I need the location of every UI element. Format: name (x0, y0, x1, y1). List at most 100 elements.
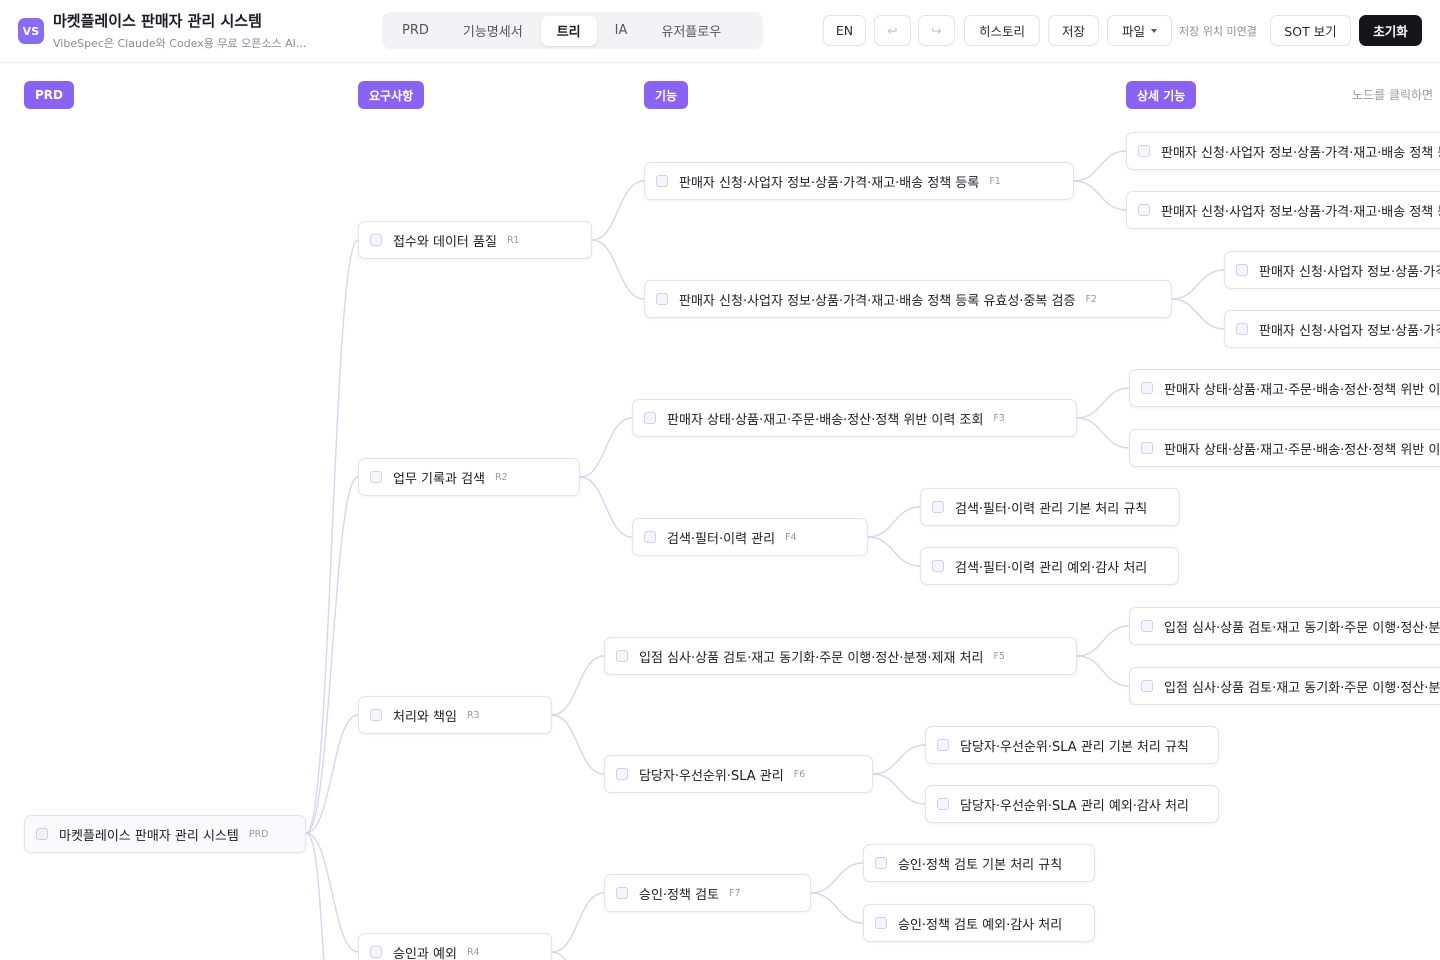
node-checkbox[interactable] (656, 293, 668, 305)
node-checkbox[interactable] (937, 798, 949, 810)
node-label: 담당자·우선순위·SLA 관리 예외·감사 처리 (960, 798, 1189, 814)
node-tag: R1 (506, 234, 520, 246)
edge-r3-f6 (551, 714, 605, 775)
tree-node-feature[interactable]: 입점 심사·상품 검토·재고 동기화·주문 이행·정산·분쟁·제재 처리 F5 (604, 637, 1077, 675)
node-checkbox[interactable] (932, 560, 944, 572)
edge-f2-d4 (1171, 298, 1225, 330)
node-label: 검색·필터·이력 관리 (667, 531, 776, 547)
tree-node-detail[interactable]: 승인·정책 검토 기본 처리 규칙 (863, 844, 1095, 882)
node-checkbox[interactable] (1141, 680, 1153, 692)
tree-node-requirement[interactable]: 승인과 예외 R4 (358, 933, 552, 960)
language-button[interactable]: EN (823, 15, 866, 46)
undo-icon[interactable]: ↩ (874, 15, 911, 46)
tab-spec[interactable]: 기능명세서 (462, 25, 523, 40)
tree-edges (305, 150, 1225, 960)
tree-node-requirement[interactable]: 접수와 데이터 품질 R1 (358, 221, 592, 259)
edge-f4-d8 (867, 536, 921, 567)
sot-view-button[interactable]: SOT 보기 (1270, 15, 1351, 46)
node-checkbox[interactable] (370, 946, 382, 958)
edge-root-r3 (305, 714, 359, 834)
tree-node-feature[interactable]: 판매자 신청·사업자 정보·상품·가격·재고·배송 정책 등록 유효성·중복 검… (644, 280, 1172, 318)
tree-node-detail[interactable]: 입점 심사·상품 검토·재고 동기화·주문 이행·정산·분쟁·제재 처리 예외·… (1129, 667, 1440, 705)
node-label: 마켓플레이스 판매자 관리 시스템 (59, 828, 239, 844)
tree-node-detail[interactable]: 승인·정책 검토 예외·감사 처리 (863, 904, 1095, 942)
edge-r4-more (551, 951, 567, 960)
node-checkbox[interactable] (644, 412, 656, 424)
node-checkbox[interactable] (1141, 620, 1153, 632)
node-label: 판매자 신청·사업자 정보·상품·가격·재고·배송 정책 등록 (679, 175, 980, 191)
tree-node-detail[interactable]: 입점 심사·상품 검토·재고 동기화·주문 이행·정산·분쟁·제재 처리 기본 … (1129, 607, 1440, 645)
edge-f7-d14 (810, 892, 864, 924)
node-checkbox[interactable] (1236, 264, 1248, 276)
node-checkbox[interactable] (644, 531, 656, 543)
tree-node-feature[interactable]: 검색·필터·이력 관리 F4 (632, 518, 868, 556)
tree-node-detail[interactable]: 판매자 신청·사업자 정보·상품·가격·재고·배송 정책 등록 유효성·중복 검… (1224, 310, 1440, 348)
node-checkbox[interactable] (370, 471, 382, 483)
column-badge-prd: PRD (24, 81, 74, 109)
edge-f1-d1 (1073, 150, 1127, 182)
node-label: 접수와 데이터 품질 (393, 234, 497, 250)
node-checkbox[interactable] (370, 234, 382, 246)
node-checkbox[interactable] (1141, 442, 1153, 454)
node-label: 검색·필터·이력 관리 예외·감사 처리 (955, 560, 1148, 576)
node-checkbox[interactable] (370, 709, 382, 721)
node-checkbox[interactable] (1138, 145, 1150, 157)
edge-f3-d5 (1076, 387, 1130, 419)
history-button[interactable]: 히스토리 (964, 15, 1040, 46)
tree-node-detail[interactable]: 판매자 상태·상품·재고·주문·배송·정산·정책 위반 이력 조회 예외·감사 … (1129, 429, 1440, 467)
tree-node-feature[interactable]: 판매자 상태·상품·재고·주문·배송·정산·정책 위반 이력 조회 F3 (632, 399, 1077, 437)
node-tag: F4 (785, 531, 797, 543)
node-checkbox[interactable] (1138, 204, 1150, 216)
tree-node-requirement[interactable]: 업무 기록과 검색 R2 (358, 458, 580, 496)
file-menu-button[interactable]: 파일 (1107, 15, 1172, 46)
node-checkbox[interactable] (616, 887, 628, 899)
reset-button[interactable]: 초기화 (1359, 15, 1422, 46)
node-checkbox[interactable] (875, 857, 887, 869)
redo-icon[interactable]: ↪ (918, 15, 955, 46)
edge-f4-d7 (867, 506, 921, 538)
tree-node-root[interactable]: 마켓플레이스 판매자 관리 시스템 PRD (24, 815, 306, 853)
edge-r4-f7 (551, 892, 605, 953)
tree-canvas[interactable]: PRD 요구사항 기능 상세 기능 노드를 클릭하면 마켓플레이스 판매자 관리… (0, 63, 1440, 960)
file-menu-label: 파일 (1121, 24, 1145, 39)
save-button[interactable]: 저장 (1048, 15, 1099, 46)
tree-node-feature[interactable]: 판매자 신청·사업자 정보·상품·가격·재고·배송 정책 등록 F1 (644, 162, 1074, 200)
app-header: VS 마켓플레이스 판매자 관리 시스템 VibeSpec은 Claude와 C… (0, 0, 1440, 63)
edge-f1-d2 (1073, 180, 1127, 211)
chevron-down-icon (1151, 28, 1157, 33)
node-label: 처리와 책임 (393, 709, 457, 725)
node-checkbox[interactable] (875, 917, 887, 929)
tree-node-feature[interactable]: 승인·정책 검토 F7 (604, 874, 811, 912)
tree-node-detail[interactable]: 담당자·우선순위·SLA 관리 기본 처리 규칙 (925, 726, 1219, 764)
node-tag: F2 (1085, 293, 1097, 305)
node-checkbox[interactable] (36, 828, 48, 840)
node-label: 판매자 상태·상품·재고·주문·배송·정산·정책 위반 이력 조회 기본 처리 … (1164, 382, 1440, 398)
edge-r2-f3 (579, 417, 633, 478)
node-checkbox[interactable] (616, 768, 628, 780)
tree-node-detail[interactable]: 판매자 신청·사업자 정보·상품·가격·재고·배송 정책 등록 기본 처리 규칙 (1126, 132, 1440, 170)
node-checkbox[interactable] (1141, 382, 1153, 394)
tab-tree[interactable]: 트리 (540, 15, 597, 46)
node-tag: PRD (248, 828, 269, 840)
node-checkbox[interactable] (616, 650, 628, 662)
tree-node-detail[interactable]: 검색·필터·이력 관리 기본 처리 규칙 (920, 488, 1180, 526)
edge-root-r1 (305, 239, 359, 834)
tree-node-detail[interactable]: 판매자 신청·사업자 정보·상품·가격·재고·배송 정책 등록 예외·감사 처리 (1126, 191, 1440, 229)
tree-node-detail[interactable]: 담당자·우선순위·SLA 관리 예외·감사 처리 (925, 785, 1219, 823)
tab-userflow[interactable]: 유저플로우 (661, 25, 722, 40)
edge-r3-f5 (551, 655, 605, 716)
node-label: 담당자·우선순위·SLA 관리 기본 처리 규칙 (960, 739, 1189, 755)
tab-ia[interactable]: IA (614, 23, 628, 38)
tree-node-detail[interactable]: 판매자 상태·상품·재고·주문·배송·정산·정책 위반 이력 조회 기본 처리 … (1129, 369, 1440, 407)
node-checkbox[interactable] (937, 739, 949, 751)
node-checkbox[interactable] (932, 501, 944, 513)
tree-node-feature[interactable]: 담당자·우선순위·SLA 관리 F6 (604, 755, 873, 793)
tree-node-detail[interactable]: 판매자 신청·사업자 정보·상품·가격·재고·배송 정책 등록 유효성·중복 검… (1224, 251, 1440, 289)
tree-node-requirement[interactable]: 처리와 책임 R3 (358, 696, 552, 734)
node-tag: R2 (495, 471, 508, 483)
node-checkbox[interactable] (656, 175, 668, 187)
tab-prd[interactable]: PRD (402, 23, 429, 38)
edge-root-r2 (305, 476, 359, 834)
tree-node-detail[interactable]: 검색·필터·이력 관리 예외·감사 처리 (920, 547, 1179, 585)
node-checkbox[interactable] (1236, 323, 1248, 335)
